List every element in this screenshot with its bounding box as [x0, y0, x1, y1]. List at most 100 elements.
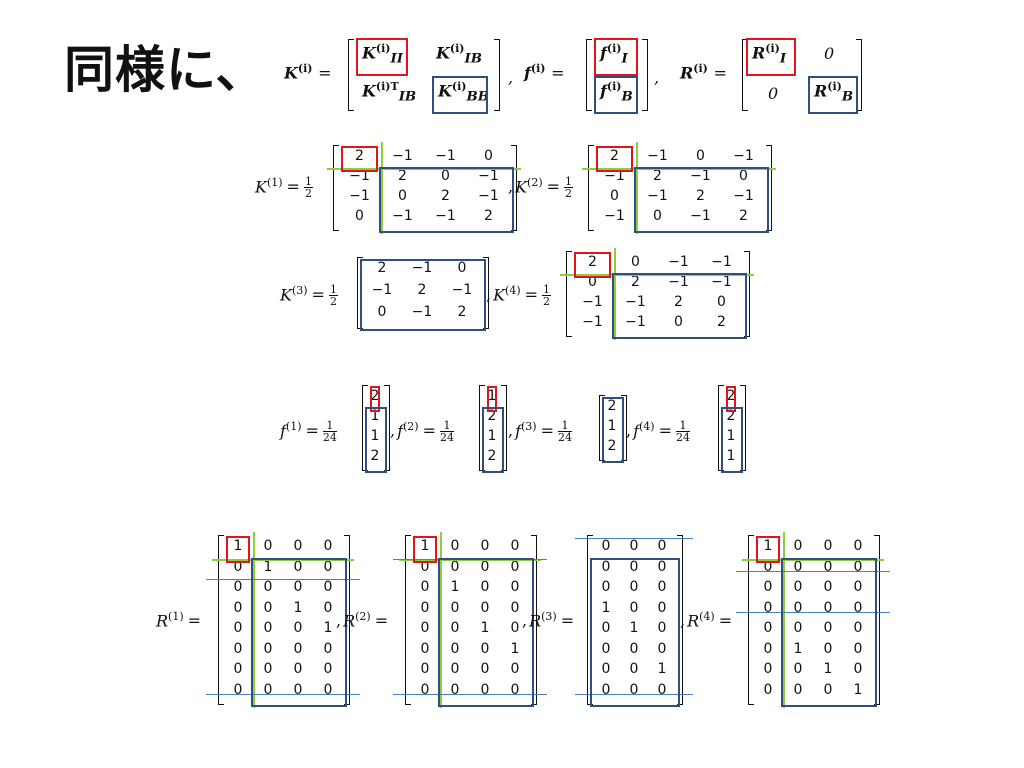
- R1-cell-r5-c3: 0: [293, 620, 303, 636]
- R2-cell-r2-c2: 0: [450, 558, 460, 575]
- f2-cell-r1-c1: 1: [487, 388, 497, 404]
- R2-cell-r5-c4: 0: [510, 620, 520, 636]
- K1-matrix: [333, 145, 517, 231]
- R1-cell-r1-c4: 0: [323, 538, 333, 554]
- K2-comma: ,: [508, 177, 514, 197]
- f2-interior-box: [487, 386, 497, 412]
- R1-cell-r2-c1: 0: [233, 558, 243, 575]
- R2-cell-r6-c3: 0: [480, 640, 490, 657]
- R4-cell-r7-c3: 1: [823, 661, 833, 677]
- K1-cell-r2-c1: −1: [349, 168, 370, 184]
- R1-boundary-box: [251, 557, 347, 707]
- R1-cell-r8-c3: 0: [293, 681, 303, 698]
- R4-cell-r4-c2: 0: [793, 599, 803, 616]
- R2-cell-r4-c1: 0: [420, 599, 430, 616]
- R3-cell-r1-c2: 0: [629, 538, 639, 554]
- K2-boundary-box: [634, 167, 769, 233]
- definition-K-IB: K(i)IB: [436, 42, 482, 67]
- R2-cell-r8-c3: 0: [480, 681, 490, 698]
- definition-f-vector: [586, 39, 648, 111]
- K1-cell-r3-c4: −1: [478, 188, 499, 204]
- R2-matrix: [405, 535, 537, 705]
- K4-cell-r3-c2: −1: [625, 294, 646, 310]
- R1-cell-r3-c1: 0: [233, 579, 243, 595]
- K2-cell-r2-c4: 0: [739, 168, 748, 184]
- R1-cell-r4-c4: 0: [323, 599, 333, 616]
- R4-cell-r6-c4: 0: [853, 640, 863, 657]
- K2-separator-horizontal: [582, 168, 776, 170]
- R4-cell-r3-c2: 0: [793, 579, 803, 595]
- K4-matrix: [566, 251, 750, 337]
- definition-R-matrix: [742, 39, 862, 111]
- R2-cell-r5-c3: 1: [480, 620, 490, 636]
- R3-cell-r5-c2: 1: [629, 620, 639, 636]
- R4-cell-r3-c1: 0: [763, 579, 773, 595]
- R1-lhs: R(1)=: [156, 610, 205, 630]
- K2-cell-r1-c2: −1: [647, 148, 668, 164]
- definition-K-symbol: K: [284, 63, 298, 83]
- f4-coef-den: 24: [676, 431, 691, 445]
- R2-cell-r1-c3: 0: [480, 538, 490, 554]
- K4-cell-r3-c4: 0: [717, 294, 726, 310]
- R3-boundary-box: [590, 557, 680, 707]
- R3-cell-r5-c1: 0: [601, 620, 611, 636]
- K3-equals: =: [311, 285, 325, 305]
- R4-boundary-box: [781, 557, 877, 707]
- page-title: 同様に、: [64, 41, 267, 99]
- R2-cell-r5-c2: 0: [450, 620, 460, 636]
- R2-cell-r7-c3: 0: [480, 661, 490, 677]
- R2-cell-r1-c4: 0: [510, 538, 520, 554]
- K4-cell-r1-c3: −1: [668, 254, 689, 270]
- f2-symbol: f: [397, 421, 404, 441]
- R3-cell-r7-c1: 0: [601, 661, 611, 677]
- R3-cell-r4-c3: 0: [657, 599, 667, 616]
- f1-cell-r2-c1: 1: [370, 408, 380, 424]
- K1-equals: =: [286, 177, 300, 197]
- R2-cell-r2-c4: 0: [510, 558, 520, 575]
- definition-f-B: f(i)B: [600, 80, 633, 105]
- K4-cell-r4-c2: −1: [625, 314, 646, 330]
- R2-cell-r1-c1: 1: [420, 538, 430, 554]
- f1-coef-num: 1: [322, 420, 337, 433]
- definition-K-II-box: [356, 38, 408, 76]
- R4-cell-r4-c4: 0: [853, 599, 863, 616]
- R2-cell-r2-c1: 0: [420, 558, 430, 575]
- K1-cell-r4-c3: −1: [435, 208, 456, 224]
- R3-cell-r4-c2: 0: [629, 599, 639, 616]
- R4-cell-r8-c3: 0: [823, 681, 833, 698]
- definition-R-lhs: R(i) =: [680, 62, 727, 83]
- K4-separator-vertical: [614, 248, 616, 340]
- R1-cell-r4-c1: 0: [233, 599, 243, 616]
- R4-cell-r5-c2: 0: [793, 620, 803, 636]
- f4-equals: =: [658, 421, 673, 441]
- R4-cell-r2-c3: 0: [823, 558, 833, 575]
- R1-separator-vertical: [253, 532, 255, 708]
- R1-cell-r5-c1: 0: [233, 620, 243, 636]
- K1-cell-r2-c2: 2: [398, 168, 407, 184]
- R3-cell-r8-c2: 0: [629, 681, 639, 698]
- R4-cell-r2-c1: 0: [763, 558, 773, 575]
- K2-coef-den: 2: [565, 187, 573, 201]
- K3-sup: (3): [291, 284, 308, 297]
- f2-coef-den: 24: [440, 431, 455, 445]
- R4-cell-r5-c1: 0: [763, 620, 773, 636]
- R3-cell-r7-c2: 0: [629, 661, 639, 677]
- f4-sup: (4): [639, 420, 655, 433]
- R1-cell-r3-c2: 0: [263, 579, 273, 595]
- R1-cell-r2-c2: 1: [263, 558, 273, 575]
- K2-cell-r1-c3: 0: [696, 148, 705, 164]
- f1-interior-box: [370, 386, 380, 412]
- R1-separator-horizontal: [212, 558, 354, 561]
- R3-row-guide-2: [575, 693, 693, 695]
- R2-equals: =: [374, 611, 389, 631]
- f4-interior-box: [726, 386, 736, 412]
- K1-symbol: K: [255, 177, 267, 197]
- R4-lhs: ,R(4)=: [680, 610, 736, 630]
- K2-cell-r3-c1: 0: [610, 188, 619, 204]
- R2-cell-r4-c3: 0: [480, 599, 490, 616]
